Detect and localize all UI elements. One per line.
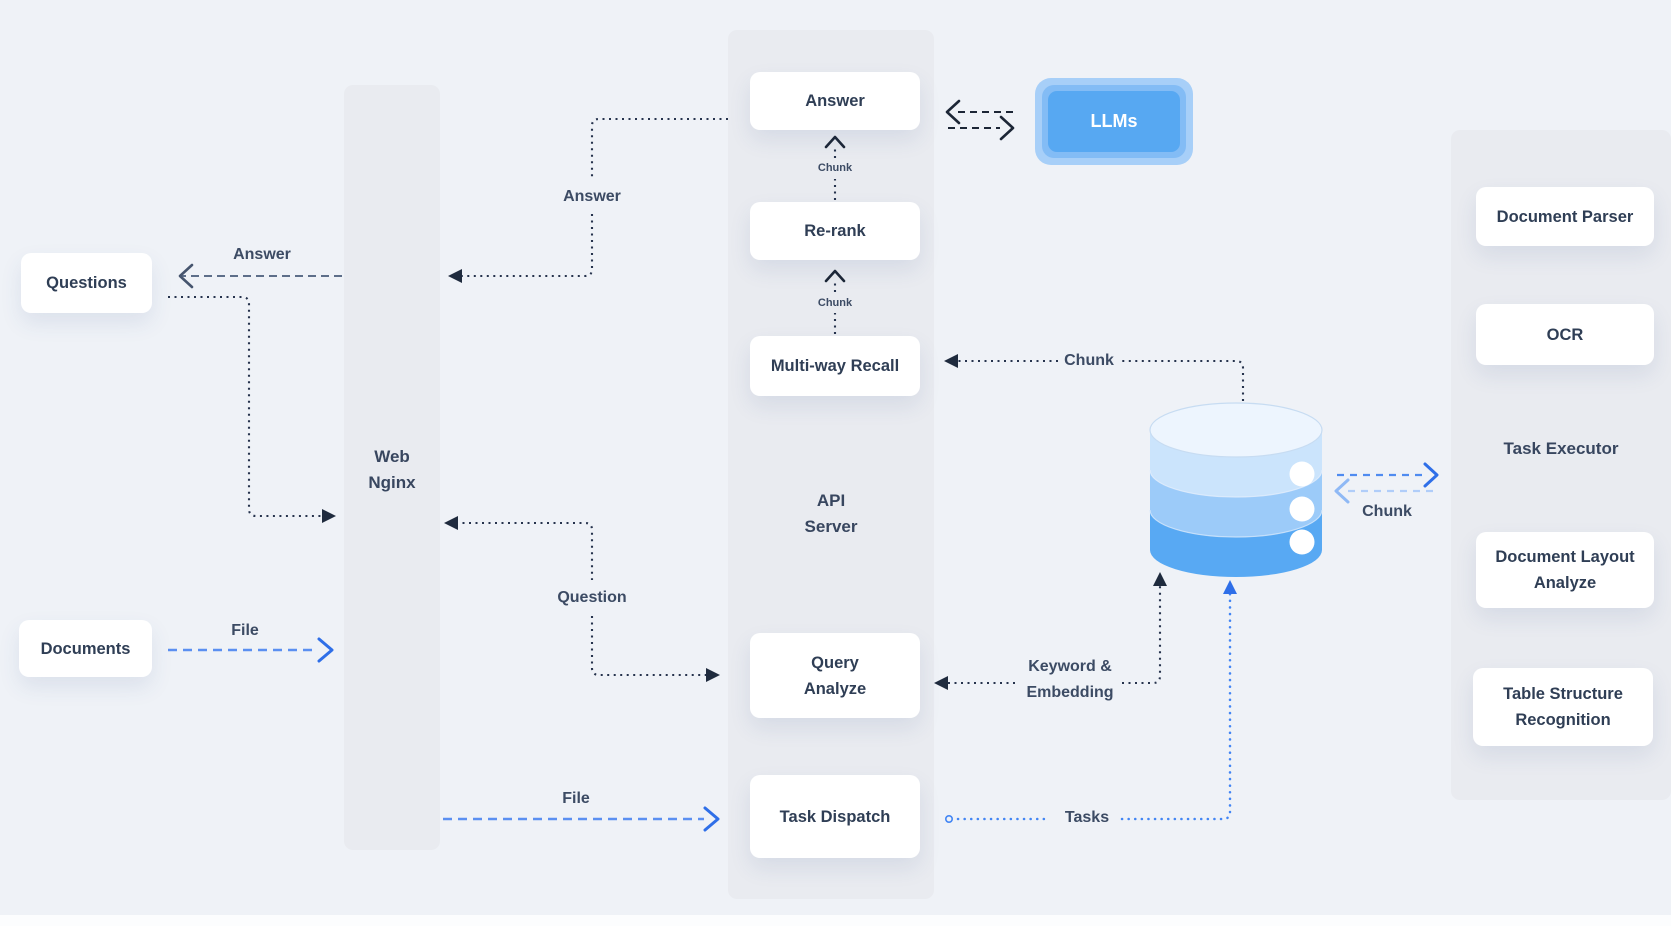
label-answer-web-questions: Answer [233,246,291,263]
arrowhead-right-icon [706,668,720,682]
label-chunk-db-executor: Chunk [1362,503,1412,520]
api-server-title: API Server [804,491,858,536]
arrowhead-right-icon [317,637,334,663]
arrowhead-up-icon [824,269,846,283]
arrowhead-up-icon [1153,572,1167,586]
edge-answer-to-llms [948,115,1015,141]
edge-db-to-recall [944,354,1245,401]
arrowhead-right-icon [999,115,1015,141]
node-document-layout-analyze: Document Layout Analyze [1476,532,1654,608]
label-file-web-dispatch: File [562,790,590,807]
llms-mid-ring: LLMs [1042,85,1186,158]
edge-web-to-query-analyze [444,516,720,682]
node-query-analyze: Query Analyze [750,633,920,718]
edge-documents-to-web [168,637,334,663]
arrowhead-right-icon [1423,462,1439,488]
web-nginx-title: Web Nginx [368,447,416,492]
database-icon [1149,402,1323,577]
node-documents: Documents [19,620,152,677]
label-tasks: Tasks [1064,809,1110,826]
node-multiway-recall: Multi-way Recall [750,336,920,396]
arrowhead-left-icon [945,99,961,125]
edge-llms-to-answer [945,99,1016,125]
arrowhead-right-icon [322,509,336,523]
node-ocr: OCR [1476,304,1654,365]
llms-inner: LLMs [1048,91,1180,152]
node-llms: LLMs [1035,78,1193,165]
arrowhead-up-icon [824,135,846,149]
arrowhead-left-icon [178,263,194,289]
label-file-documents-web: File [231,622,259,639]
arrowhead-left-icon [934,676,948,690]
bottom-strip [0,915,1671,926]
edge-query-analyze-to-db [934,572,1167,690]
edge-executor-to-db [1334,478,1433,504]
arrowhead-left-icon [444,516,458,530]
arrowhead-left-icon [1334,478,1350,504]
edge-web-to-questions [178,263,342,289]
edge-recall-to-rerank [824,269,846,334]
label-chunk-db-recall: Chunk [1064,352,1114,369]
edge-questions-to-web [168,295,336,523]
edge-start-cap-icon [944,814,953,823]
label-answer-api-web: Answer [563,188,621,205]
label-chunk-rerank-answer: Chunk [817,162,853,174]
edge-db-to-executor [1337,462,1439,488]
web-nginx-column [344,85,440,850]
arrowhead-left-icon [944,354,958,368]
node-questions: Questions [21,253,152,313]
node-answer: Answer [750,72,920,130]
edge-rerank-to-answer [824,135,846,200]
label-keyword-embedding: Keyword & Embedding [1026,658,1114,701]
arrowhead-right-icon [703,806,720,832]
edge-dispatch-to-db [944,580,1237,823]
edge-answer-to-web [448,117,728,283]
label-question: Question [557,589,627,606]
edge-web-to-dispatch [443,806,720,832]
arrowhead-left-icon [448,269,462,283]
arrowhead-up-icon [1223,580,1237,594]
api-server-column [728,30,934,899]
node-document-parser: Document Parser [1476,187,1654,246]
node-table-structure-recognition: Table Structure Recognition [1473,668,1653,746]
node-rerank: Re-rank [750,202,920,260]
task-executor-label: Task Executor [1503,439,1619,458]
label-chunk-recall-rerank: Chunk [817,297,853,309]
node-task-dispatch: Task Dispatch [750,775,920,858]
